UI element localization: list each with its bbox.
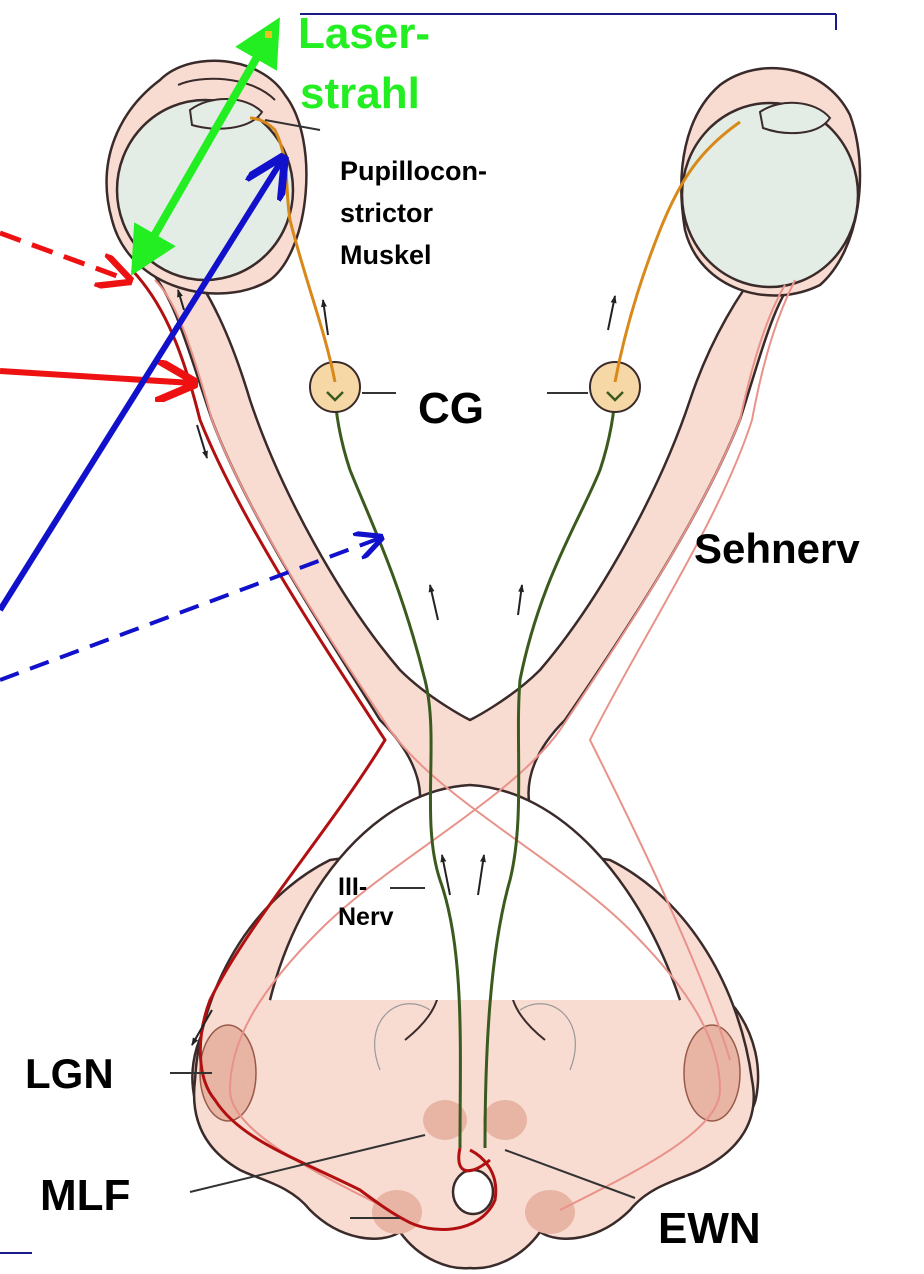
pretectal-nucleus-left: [372, 1190, 422, 1234]
muscle-label-line2: strictor: [340, 198, 434, 228]
pretectal-nucleus-right: [525, 1190, 575, 1234]
laser-source-dot: [265, 31, 272, 38]
ewn-label: EWN: [658, 1204, 761, 1253]
left-eye: [107, 61, 307, 294]
retina-dashed-pointer: [0, 233, 128, 280]
cg-label: CG: [418, 384, 484, 433]
ciliary-ganglion-left: [310, 362, 360, 412]
third-nerve-label-line2: Nerv: [338, 903, 394, 931]
aqueduct: [453, 1170, 493, 1214]
third-nerve-label-line1: III-: [338, 873, 367, 901]
sehnerv-label: Sehnerv: [694, 525, 860, 572]
laser-label-line2: strahl: [300, 69, 420, 118]
mlf-label: MLF: [40, 1171, 130, 1220]
muscle-label-line1: Pupillocon-: [340, 156, 487, 186]
optic-nerve-pointer: [0, 371, 192, 383]
right-eye: [681, 68, 860, 295]
lgn-right-nucleus: [684, 1025, 740, 1121]
laser-label-line1: Laser-: [298, 9, 430, 58]
ew-nucleus-right: [483, 1100, 527, 1140]
ciliary-ganglion-right: [590, 362, 640, 412]
lgn-label: LGN: [25, 1050, 114, 1097]
muscle-label-line3: Muskel: [340, 240, 432, 270]
